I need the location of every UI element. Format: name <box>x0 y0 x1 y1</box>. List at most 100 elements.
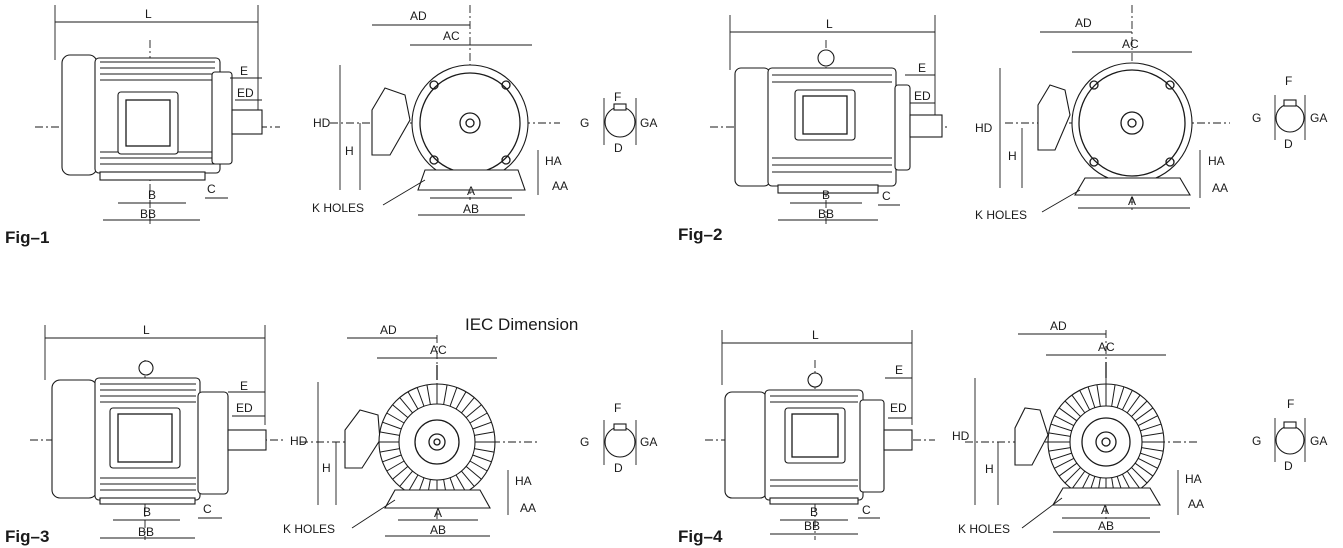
fig3-label-E: E <box>240 379 248 393</box>
fig4-label-AB: AB <box>1098 519 1114 533</box>
fig3-label-A: A <box>434 506 442 520</box>
fig4-caption: Fig–4 <box>678 527 723 546</box>
fig1-label-K-holes: K HOLES <box>312 201 364 215</box>
fig4-end-view: AD AC HD H HA AA A AB K HOLES <box>952 319 1204 536</box>
fig2-side-view: L E ED B BB C <box>710 15 950 225</box>
fig1-shaft-key-detail: F G GA D <box>580 90 657 155</box>
fig2-caption: Fig–2 <box>678 225 722 244</box>
fig3-label-AB: AB <box>430 523 446 537</box>
fig4-label-H: H <box>985 462 994 476</box>
fig4-label-ED: ED <box>890 401 907 415</box>
fig4-label-L: L <box>812 328 819 342</box>
fig1-label-HA: HA <box>545 154 562 168</box>
fig3-shaft-key-detail: F G GA D <box>580 401 657 475</box>
fig3-cooling-fins <box>100 383 196 491</box>
fig3-end-view: AD AC HD H HA AA A AB K HOLES <box>283 323 540 537</box>
fig1-label-AD: AD <box>410 9 427 23</box>
fig4-label-AA: AA <box>1188 497 1204 511</box>
fig1-end-view: AD AC HD H HA AA A AB <box>312 5 568 216</box>
fig3-caption: Fig–3 <box>5 527 49 546</box>
fig2-label-AD: AD <box>1075 16 1092 30</box>
fig2-label-ED: ED <box>914 89 931 103</box>
fig2-label-E: E <box>918 61 926 75</box>
fig4-label-AC: AC <box>1098 340 1115 354</box>
fig2-label-HA: HA <box>1208 154 1225 168</box>
fig2-label-F: F <box>1285 74 1292 88</box>
fig3-label-HA: HA <box>515 474 532 488</box>
fig3-label-B: B <box>143 505 151 519</box>
fig2-label-GA: GA <box>1310 111 1327 125</box>
fig1-label-E: E <box>240 64 248 78</box>
fig2-end-view: AD AC HD H HA AA A K HOLES <box>975 5 1230 222</box>
fig4-shaft-key-detail: F G GA D <box>1252 397 1327 473</box>
fig4-label-A: A <box>1101 503 1109 517</box>
fig1-label-C: C <box>207 182 216 196</box>
fig4-label-B: B <box>810 505 818 519</box>
fig2-label-B: B <box>822 188 830 202</box>
fig4-label-F: F <box>1287 397 1294 411</box>
fig2-label-K-holes: K HOLES <box>975 208 1027 222</box>
fig1-caption: Fig–1 <box>5 228 49 247</box>
fig1-label-D: D <box>614 141 623 155</box>
fig1-label-HD: HD <box>313 116 331 130</box>
fig3-label-ED: ED <box>236 401 253 415</box>
fig2-label-G: G <box>1252 111 1261 125</box>
fig3-side-view: L E ED B BB C <box>30 323 285 540</box>
fig2-label-H: H <box>1008 149 1017 163</box>
fig3-label-BB: BB <box>138 525 154 539</box>
fig2-label-AC: AC <box>1122 37 1139 51</box>
fig1-label-BB: BB <box>140 207 156 221</box>
fig3-label-H: H <box>322 461 331 475</box>
fig1-label-G: G <box>580 116 589 130</box>
fig3-label-F: F <box>614 401 621 415</box>
fig4-label-AD: AD <box>1050 319 1067 333</box>
fig1-side-view: L E ED <box>35 5 280 225</box>
fig1-label-L: L <box>145 7 152 21</box>
fig2-label-BB: BB <box>818 207 834 221</box>
fig1-label-AA: AA <box>552 179 568 193</box>
fig2-label-AA: AA <box>1212 181 1228 195</box>
fig1-label-F: F <box>614 90 621 104</box>
fig2-label-HD: HD <box>975 121 993 135</box>
fig3-label-AD: AD <box>380 323 397 337</box>
fig4-label-D: D <box>1284 459 1293 473</box>
fig1-label-ED: ED <box>237 86 254 100</box>
fig3-label-GA: GA <box>640 435 657 449</box>
fig1-label-GA: GA <box>640 116 657 130</box>
diagram-title: IEC Dimension <box>465 315 578 334</box>
fig2-label-A: A <box>1128 194 1136 208</box>
fig3-label-K-holes: K HOLES <box>283 522 335 536</box>
fig4-label-C: C <box>862 503 871 517</box>
fig4-label-HA: HA <box>1185 472 1202 486</box>
fig2-shaft-key-detail: F G GA D <box>1252 74 1327 151</box>
fig3-label-HD: HD <box>290 434 308 448</box>
fig2-cooling-fins <box>772 74 892 173</box>
fig4-side-view: L E ED B BB C <box>705 328 935 540</box>
fig3-label-D: D <box>614 461 623 475</box>
fig4-label-K-holes: K HOLES <box>958 522 1010 536</box>
figure-4: L E ED B BB C <box>678 319 1327 546</box>
fig3-label-AA: AA <box>520 501 536 515</box>
fig3-label-L: L <box>143 323 150 337</box>
figure-1: L E ED <box>5 5 657 247</box>
fig2-label-D: D <box>1284 137 1293 151</box>
fig4-label-E: E <box>895 363 903 377</box>
fig4-label-GA: GA <box>1310 434 1327 448</box>
fig3-label-C: C <box>203 502 212 516</box>
fig4-label-HD: HD <box>952 429 970 443</box>
fig1-label-AB: AB <box>463 202 479 216</box>
fig1-label-AC: AC <box>443 29 460 43</box>
fig1-label-H: H <box>345 144 354 158</box>
fig4-label-BB: BB <box>804 519 820 533</box>
figure-3: L E ED B BB C <box>5 323 657 546</box>
fig2-label-L: L <box>826 17 833 31</box>
fig1-label-B: B <box>148 188 156 202</box>
figure-2: L E ED B BB C <box>678 5 1327 244</box>
fig3-label-AC: AC <box>430 343 447 357</box>
fig4-cooling-fins <box>770 395 858 487</box>
fig1-label-A: A <box>467 184 475 198</box>
fig3-label-G: G <box>580 435 589 449</box>
fig2-label-C: C <box>882 189 891 203</box>
